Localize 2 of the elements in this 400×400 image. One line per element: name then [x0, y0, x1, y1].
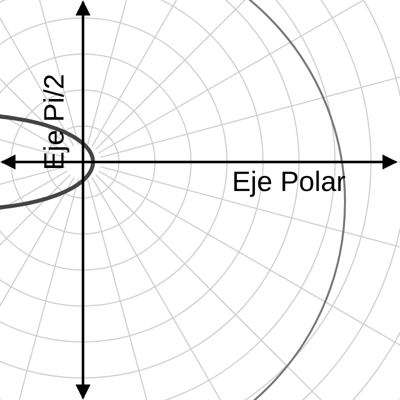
axis-label: Eje Polar [232, 168, 346, 196]
axis-label: Eje Pi/2 [40, 74, 68, 170]
